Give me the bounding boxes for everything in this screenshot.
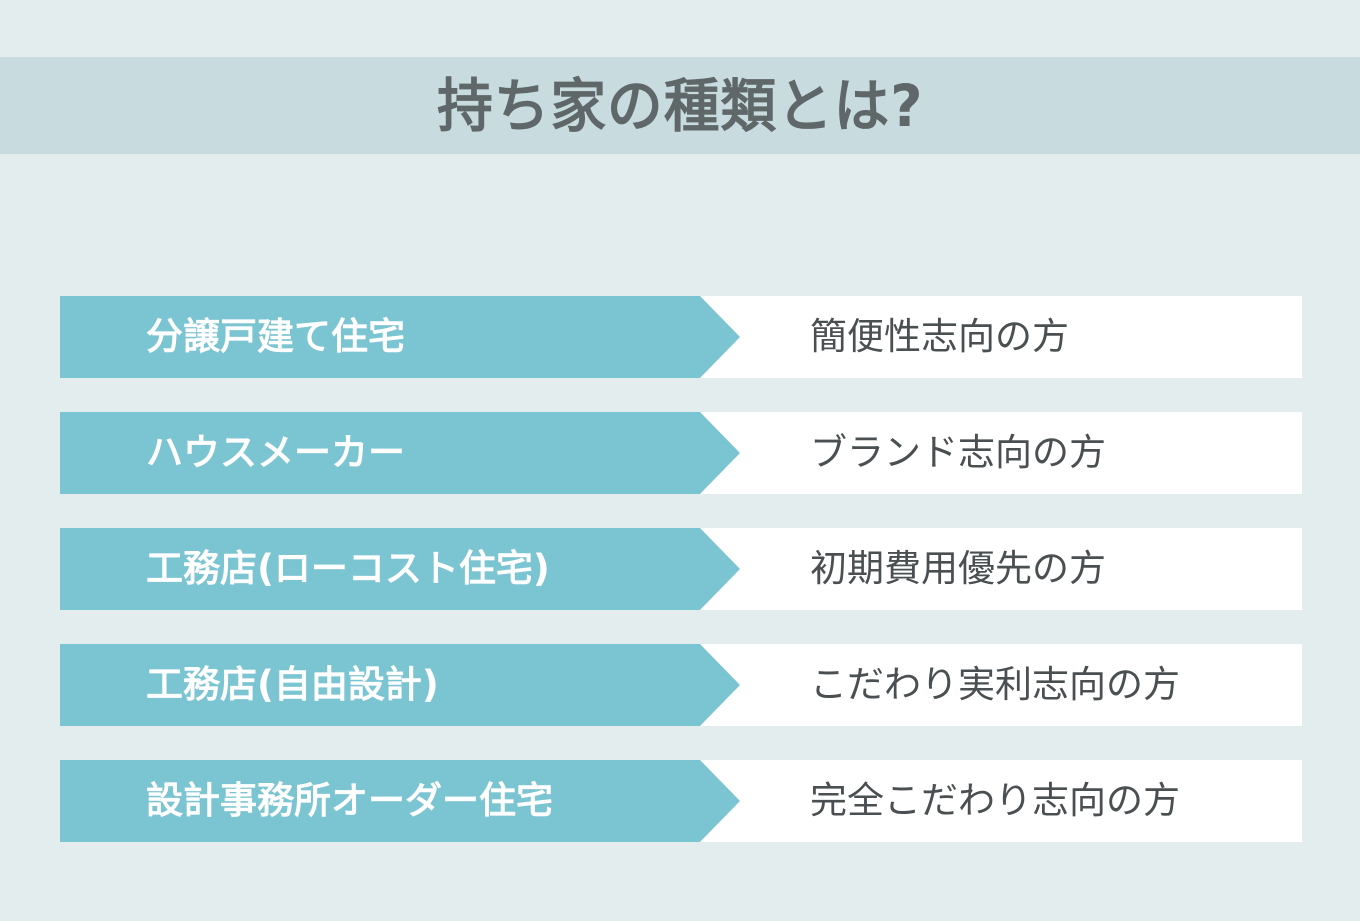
arrow-shape: [60, 528, 740, 610]
arrow-shape: [60, 296, 740, 378]
house-type-label: ハウスメーカー: [146, 431, 405, 474]
description-label: 初期費用優先の方: [810, 547, 1106, 590]
house-type-label: 分譲戸建て住宅: [146, 315, 405, 358]
list-item: 工務店(ローコスト住宅) 初期費用優先の方: [60, 528, 1302, 610]
arrow-shape: [60, 412, 740, 494]
list-item: 設計事務所オーダー住宅 完全こだわり志向の方: [60, 760, 1302, 842]
description-box: [700, 296, 1302, 378]
house-type-label: 工務店(自由設計): [146, 663, 439, 706]
arrow-shape: [60, 644, 740, 726]
list-item: 分譲戸建て住宅 簡便性志向の方: [60, 296, 1302, 378]
list-item: ハウスメーカー ブランド志向の方: [60, 412, 1302, 494]
list-item: 工務店(自由設計) こだわり実利志向の方: [60, 644, 1302, 726]
description-box: [700, 528, 1302, 610]
description-box: [700, 412, 1302, 494]
description-box: [700, 760, 1302, 842]
description-label: 簡便性志向の方: [810, 315, 1069, 358]
description-box: [700, 644, 1302, 726]
house-type-label: 工務店(ローコスト住宅): [146, 547, 550, 590]
description-label: ブランド志向の方: [810, 431, 1106, 474]
description-label: こだわり実利志向の方: [810, 663, 1180, 706]
page-title: 持ち家の種類とは?: [436, 71, 924, 140]
house-type-list: 分譲戸建て住宅 簡便性志向の方 ハウスメーカー ブランド志向の方 工務店(ローコ…: [60, 296, 1302, 876]
title-band: 持ち家の種類とは?: [0, 57, 1360, 154]
house-type-label: 設計事務所オーダー住宅: [146, 779, 553, 822]
arrow-shape: [60, 760, 740, 842]
description-label: 完全こだわり志向の方: [810, 779, 1180, 822]
